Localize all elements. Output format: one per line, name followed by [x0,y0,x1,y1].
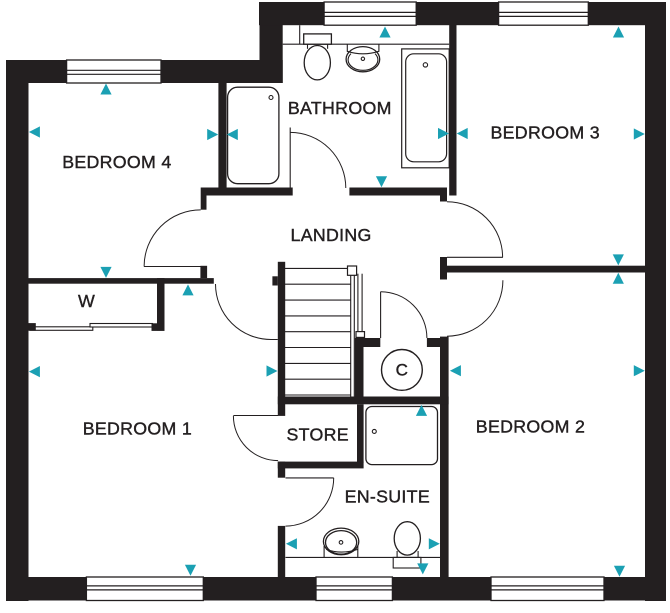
svg-text:BEDROOM 3: BEDROOM 3 [490,123,599,143]
svg-text:C: C [396,361,409,380]
svg-text:STORE: STORE [286,425,348,445]
svg-text:EN-SUITE: EN-SUITE [345,486,430,506]
svg-text:BEDROOM 1: BEDROOM 1 [83,419,192,439]
svg-text:BATHROOM: BATHROOM [288,98,392,118]
svg-text:LANDING: LANDING [291,225,372,245]
svg-text:BEDROOM 4: BEDROOM 4 [62,152,171,172]
svg-text:W: W [78,291,95,311]
svg-text:BEDROOM 2: BEDROOM 2 [476,417,585,437]
